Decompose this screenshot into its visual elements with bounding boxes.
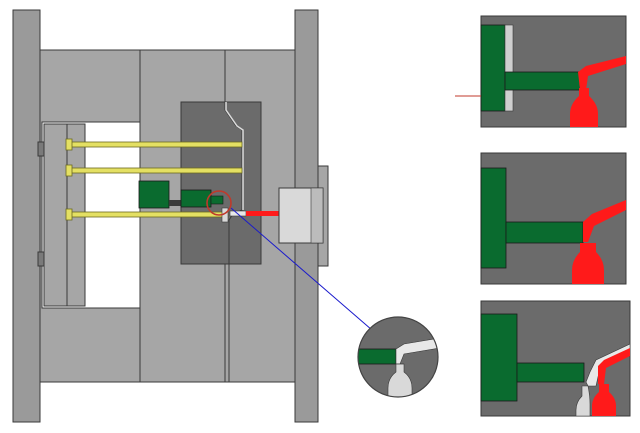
injection-nozzle [278,165,329,267]
panel1-wall [480,24,506,112]
ejector-pin-head-3 [65,208,73,221]
panel3-light-drop [575,385,591,417]
panel3-wall [480,313,518,402]
panel2-gate [583,200,626,242]
detail-panel-1 [455,15,627,128]
platen-stub-1 [37,141,45,157]
platen-stub-2 [37,251,45,267]
panel1-gate [578,56,626,90]
ejector-pin-2 [69,167,243,174]
panel2-runner [505,221,584,244]
panel3-red-channel [598,348,630,384]
panel3-red-drop [592,384,616,416]
part-gate [210,195,224,205]
detail-panel-2 [480,152,627,285]
panel2-wall [480,167,507,269]
panel2-drop [572,243,604,284]
left-platen [12,9,41,423]
cavity-block [180,101,262,265]
zoom-detail [357,316,439,398]
ejector-pin-head-1 [65,138,73,151]
panel1-light-strip [504,24,514,112]
panel3-runner [516,362,585,383]
parting-line-highlight [225,102,244,210]
molded-part [138,180,224,209]
ejector-pin-head-2 [65,164,73,177]
detail-panel-3 [480,300,631,417]
part-body [138,180,170,209]
panel1-runner [504,71,581,91]
part-stem [169,200,181,206]
zoom-leader-line [230,207,373,331]
melt-flow [246,211,280,216]
ejector-plate-outer [43,123,68,307]
zoom-circle-border [357,316,439,398]
ejector-pin-1 [69,141,243,148]
nozzle-body-shade [310,187,324,244]
ejector-pin-3 [69,211,229,218]
highlight-circle [206,190,232,216]
panel1-drop [570,88,598,127]
mold-assembly [12,9,373,423]
ejector-pins [65,138,243,221]
